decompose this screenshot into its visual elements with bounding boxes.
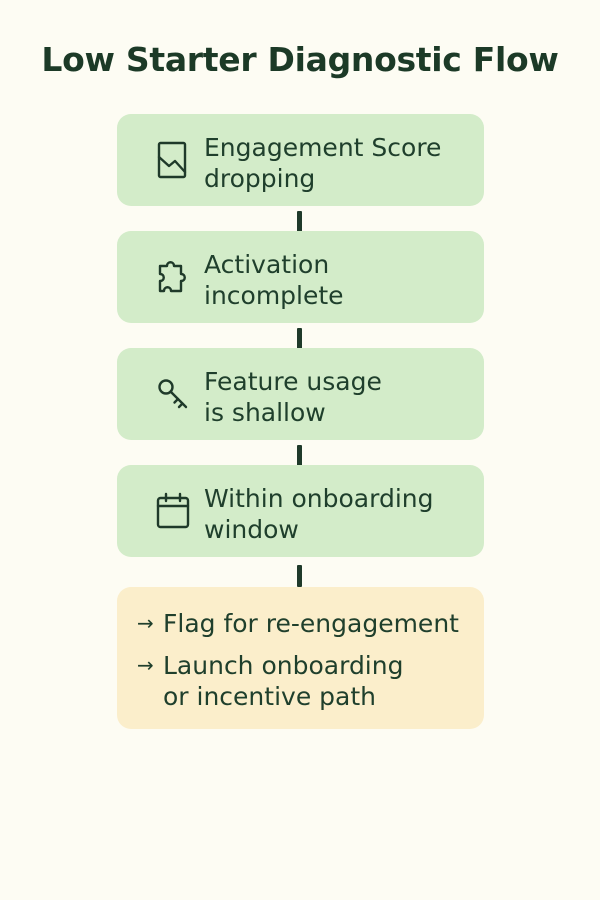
flow-connector — [297, 445, 302, 467]
calendar-icon — [155, 491, 191, 531]
flow-connector — [297, 565, 302, 587]
step-label: Engagement Score dropping — [204, 133, 442, 193]
flow-connector — [297, 211, 302, 233]
action-label: Flag for re-engagement — [163, 609, 459, 638]
arrow-right-icon: → — [137, 611, 154, 635]
step-label: Within onboarding window — [204, 484, 434, 544]
flow-connector — [297, 328, 302, 350]
key-icon — [155, 374, 191, 414]
outcome-actions-box: → Flag for re-engagement → Launch onboar… — [117, 587, 484, 729]
flow-step-activation: Activation incomplete — [117, 231, 484, 323]
action-label: Launch onboarding or incentive path — [163, 651, 404, 711]
arrow-right-icon: → — [137, 653, 154, 677]
declining-chart-icon — [155, 140, 191, 180]
flow-step-engagement-score: Engagement Score dropping — [117, 114, 484, 206]
puzzle-icon — [155, 257, 191, 297]
flow-step-feature-usage: Feature usage is shallow — [117, 348, 484, 440]
outcome-action: → Flag for re-engagement — [137, 608, 477, 639]
step-label: Activation incomplete — [204, 250, 344, 310]
flow-step-onboarding-window: Within onboarding window — [117, 465, 484, 557]
outcome-action: → Launch onboarding or incentive path — [137, 650, 477, 712]
step-label: Feature usage is shallow — [204, 367, 382, 427]
page-title: Low Starter Diagnostic Flow — [41, 40, 559, 79]
